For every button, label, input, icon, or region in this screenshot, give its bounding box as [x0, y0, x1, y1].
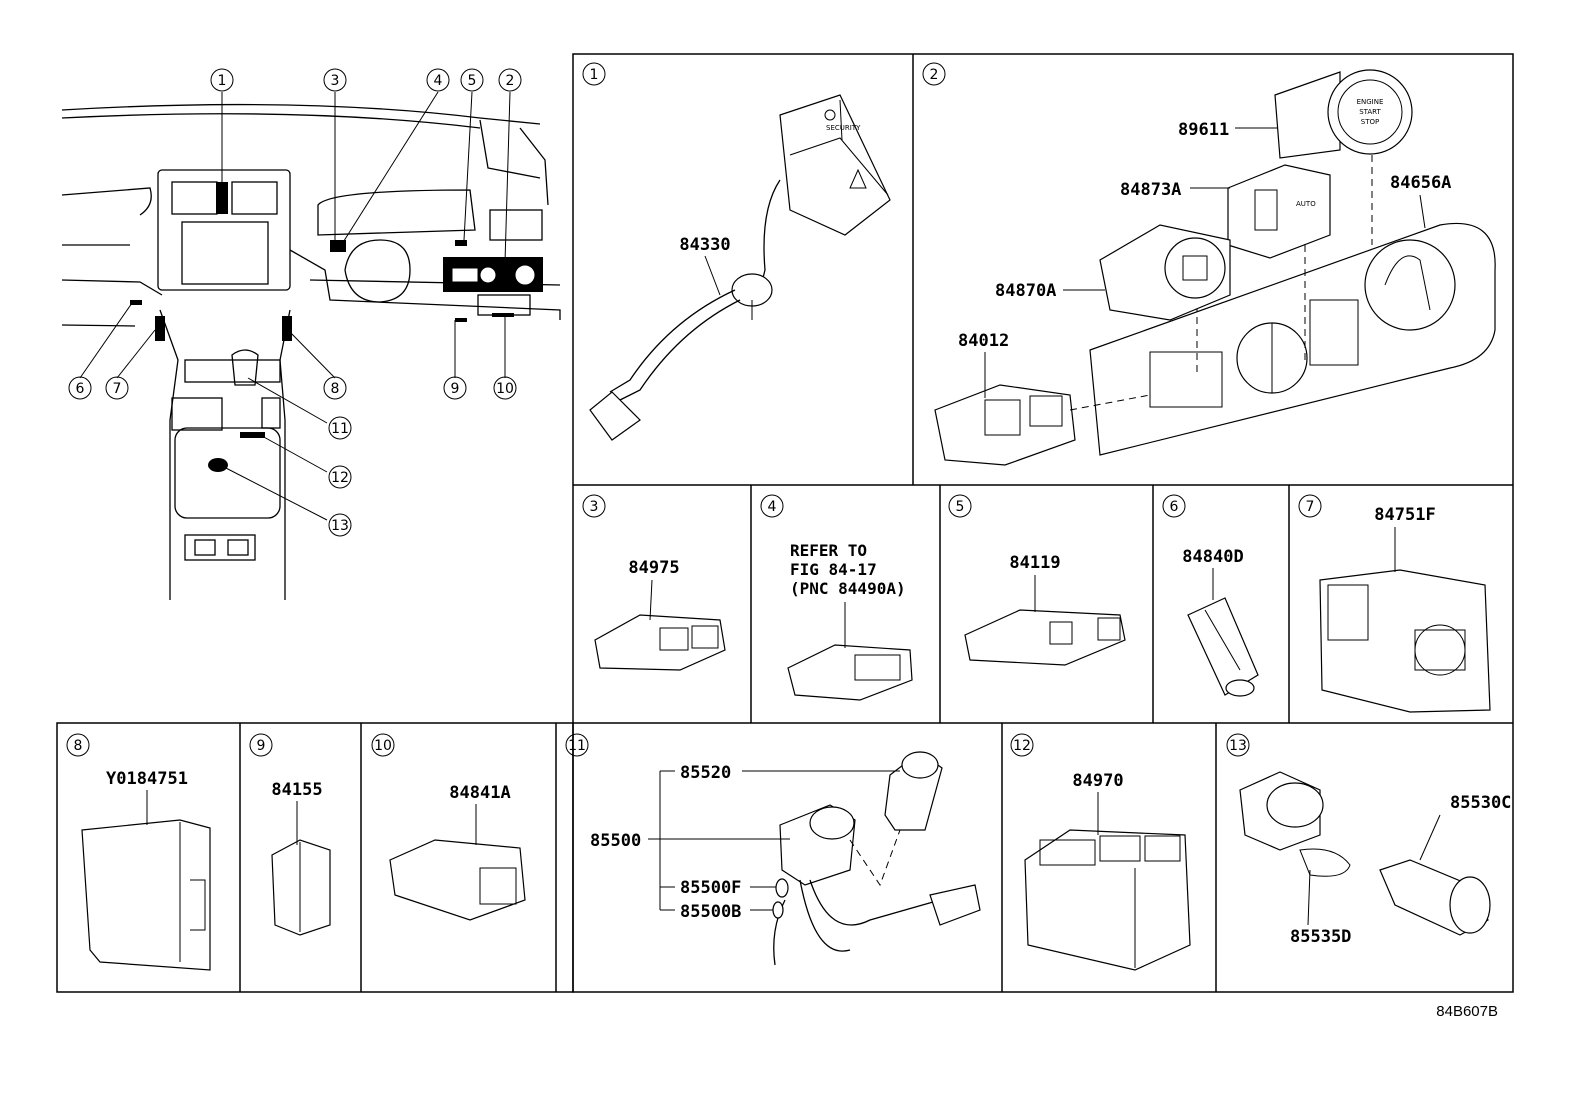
svg-text:FIG 84-17: FIG 84-17	[790, 560, 877, 579]
callout-13: 13	[328, 513, 352, 537]
svg-text:AUTO: AUTO	[1296, 200, 1316, 208]
svg-text:13: 13	[1229, 738, 1247, 754]
svg-text:SECURITY: SECURITY	[826, 124, 861, 132]
panel-9: 9 84155	[249, 733, 331, 936]
svg-text:2: 2	[930, 67, 939, 83]
part-number: 84975	[628, 558, 679, 578]
figure-code: 84B607B	[1436, 1003, 1498, 1020]
panel-2: 2 ENGINE START STOP 89611 AUTO 84873A 84…	[922, 62, 1496, 466]
panel-3: 3 84975	[582, 494, 726, 671]
panel-7: 7 84751F	[1298, 494, 1491, 713]
part-number: 84840D	[1182, 547, 1243, 567]
callout-9: 9	[443, 376, 467, 400]
svg-text:12: 12	[331, 470, 349, 486]
callout-1: 1	[210, 68, 234, 92]
svg-text:6: 6	[1170, 499, 1179, 515]
part-number: 85500	[590, 831, 641, 851]
svg-text:13: 13	[331, 518, 349, 534]
panel-5: 5 84119	[948, 494, 1126, 666]
overview-callouts: 1 3 4 5 2 6 7 8 9 10 11 12 13	[68, 68, 522, 537]
part-number: 84119	[1009, 553, 1060, 573]
svg-text:4: 4	[768, 499, 777, 515]
callout-12: 12	[328, 465, 352, 489]
svg-text:9: 9	[451, 381, 460, 397]
panel-4: 4 REFER TO FIG 84-17 (PNC 84490A)	[760, 494, 913, 701]
panel-10: 10 84841A	[371, 733, 526, 921]
part-number: 84330	[679, 235, 730, 255]
part-number: 89611	[1178, 120, 1229, 140]
panel-6: 6 84840D	[1162, 494, 1259, 697]
dashboard-overview	[61, 91, 561, 600]
callout-3: 3	[323, 68, 347, 92]
part-number: 84873A	[1120, 180, 1181, 200]
part-number: 84155	[271, 780, 322, 800]
svg-text:10: 10	[374, 738, 392, 754]
callout-2: 2	[498, 68, 522, 92]
svg-text:4: 4	[434, 73, 443, 89]
hazard-triangle-icon	[849, 168, 867, 189]
svg-text:5: 5	[956, 499, 965, 515]
panel-1: 1 SECURITY 84330	[582, 62, 891, 441]
svg-text:3: 3	[590, 499, 599, 515]
part-number: 84870A	[995, 281, 1056, 301]
svg-text:11: 11	[331, 421, 349, 437]
svg-text:12: 12	[1013, 738, 1031, 754]
panel-12: 12 84970	[1010, 733, 1191, 971]
svg-text:REFER TO: REFER TO	[790, 541, 867, 560]
svg-text:STOP: STOP	[1361, 118, 1379, 126]
circled-number-icon	[582, 62, 606, 86]
svg-text:START: START	[1359, 108, 1381, 116]
panel-frames	[56, 53, 1514, 993]
seat-heater-icon	[984, 399, 1021, 436]
part-number: 84751F	[1374, 505, 1435, 525]
svg-text:11: 11	[568, 738, 586, 754]
part-number: 84656A	[1390, 173, 1451, 193]
part-number: 85530C	[1450, 793, 1511, 813]
callout-5: 5	[460, 68, 484, 92]
callout-4: 4	[426, 68, 450, 92]
part-number: 85520	[680, 763, 731, 783]
part-number: 84012	[958, 331, 1009, 351]
callout-11: 11	[328, 416, 352, 440]
svg-text:(PNC 84490A): (PNC 84490A)	[790, 579, 906, 598]
part-number: 85500B	[680, 902, 741, 922]
part-number: Y0184751	[106, 769, 188, 789]
svg-text:8: 8	[74, 738, 83, 754]
callout-6: 6	[68, 376, 92, 400]
part-number: 84970	[1072, 771, 1123, 791]
svg-text:3: 3	[331, 73, 340, 89]
svg-text:9: 9	[257, 738, 266, 754]
callout-8: 8	[323, 376, 347, 400]
svg-text:10: 10	[496, 381, 514, 397]
fuel-door-icon	[479, 867, 517, 905]
svg-text:ENGINE: ENGINE	[1357, 98, 1384, 106]
callout-7: 7	[105, 376, 129, 400]
svg-text:2: 2	[506, 73, 515, 89]
engine-start-button-icon	[1327, 69, 1413, 155]
svg-text:7: 7	[113, 381, 122, 397]
svg-text:5: 5	[468, 73, 477, 89]
svg-text:6: 6	[76, 381, 85, 397]
part-number: 85535D	[1290, 927, 1351, 947]
panel-13: 13 85530C 85535D	[1226, 733, 1511, 947]
panel-11: 11 85520 85500 85500F 85500B	[565, 733, 981, 966]
svg-text:1: 1	[218, 73, 227, 89]
panel-8: 8 Y0184751	[66, 733, 211, 971]
svg-text:1: 1	[590, 67, 599, 83]
svg-text:8: 8	[331, 381, 340, 397]
part-number: 85500F	[680, 878, 741, 898]
callout-10: 10	[493, 376, 517, 400]
part-number: 84841A	[449, 783, 510, 803]
svg-text:7: 7	[1306, 499, 1315, 515]
